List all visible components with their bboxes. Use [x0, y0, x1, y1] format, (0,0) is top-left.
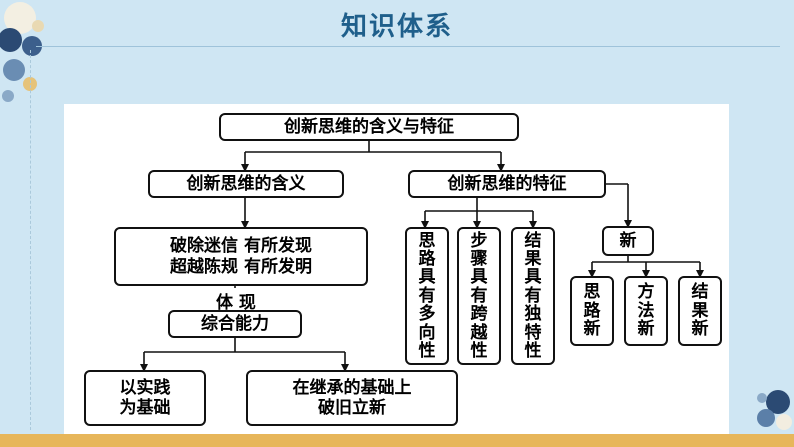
- diagram-panel: 创新思维的含义与特征 创新思维的含义 创新思维的特征 破除迷信 有所发现 超越陈…: [64, 104, 729, 434]
- page-title: 知识体系: [340, 12, 453, 42]
- flower-decoration-icon: [752, 384, 794, 434]
- root-node: 创新思维的含义与特征: [219, 113, 519, 141]
- inherit-break-node: 在继承的基础上 破旧立新: [246, 370, 458, 426]
- new-method-node: 方 法 新: [624, 276, 668, 346]
- bottom-decor-band: [0, 434, 794, 447]
- new-result-node: 结 果 新: [678, 276, 722, 346]
- features-node: 创新思维的特征: [408, 170, 606, 198]
- flower-decoration-icon: [0, 0, 60, 110]
- title-divider: [36, 46, 780, 47]
- meaning-node: 创新思维的含义: [148, 170, 344, 198]
- ability-node: 综合能力: [168, 310, 302, 338]
- new-thinking-node: 思 路 新: [570, 276, 614, 346]
- embody-label: 体 现: [214, 288, 258, 313]
- feature-unique-node: 结果具有独特性: [511, 227, 555, 365]
- new-node: 新: [602, 226, 654, 256]
- meaning-detail-node: 破除迷信 有所发现 超越陈规 有所发明: [114, 227, 368, 286]
- feature-leap-node: 步骤具有跨越性: [457, 227, 501, 365]
- practice-basis-node: 以实践 为基础: [84, 370, 206, 426]
- connector-lines: [140, 141, 704, 372]
- decorative-dashed-line: [30, 50, 32, 430]
- feature-multi-direction-node: 思路具有多向性: [405, 227, 449, 365]
